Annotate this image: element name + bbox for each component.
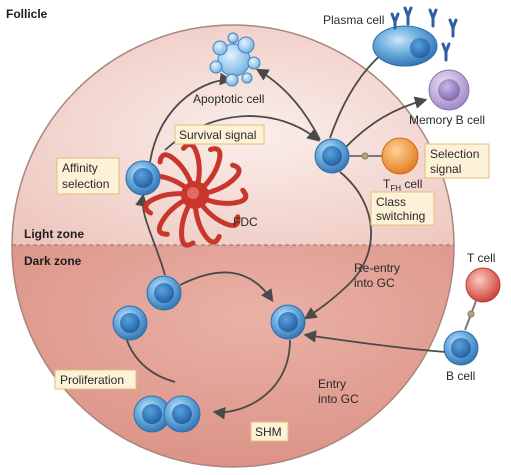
reentry-label-line1: Re-entry: [354, 261, 400, 275]
antibody-icons: [390, 6, 458, 62]
class-switching-box: Class switching: [370, 191, 435, 226]
entry-label-line2: into GC: [318, 392, 359, 406]
b-cell-label: B cell: [446, 369, 475, 383]
entry-label-line1: Entry: [318, 377, 346, 391]
light-zone-label: Light zone: [24, 227, 84, 241]
tfh-cell: [381, 137, 419, 175]
arrow-reentry: [303, 171, 372, 320]
plasma-cell-label: Plasma cell: [323, 13, 384, 27]
fdc-cell: [143, 142, 249, 248]
svg-text:Survival signal: Survival signal: [179, 128, 256, 142]
arrow-to-apoptosis: [149, 72, 233, 163]
arrow-to-memory: [344, 96, 428, 149]
follicle-outline: [11, 24, 455, 468]
tcr-bcr-contact-icon: [464, 300, 477, 331]
b-cell-selection: [314, 138, 350, 174]
b-cell-dark-upper: [146, 275, 182, 311]
svg-text:switching: switching: [376, 209, 425, 223]
b-cell-dark-left: [112, 305, 148, 341]
svg-text:SHM: SHM: [255, 425, 282, 439]
b-cell-affinity: [125, 160, 161, 196]
survival-signal-box: Survival signal: [174, 124, 265, 145]
reentry-label-line2: into GC: [354, 276, 395, 290]
tfh-cell-label: TFH cell: [383, 177, 422, 193]
arrow-to-affinity: [135, 193, 166, 276]
svg-text:Class: Class: [376, 195, 406, 209]
memory-b-cell: [428, 69, 470, 111]
bcr-tcr-contact-icon: [349, 152, 382, 160]
affinity-selection-box: Affinity selection: [56, 157, 120, 195]
svg-text:selection: selection: [62, 177, 109, 191]
t-cell: [465, 267, 501, 303]
apoptotic-cell: [209, 32, 261, 87]
fdc-label: FDC: [233, 215, 258, 229]
selection-signal-box: Selection signal: [424, 143, 490, 179]
svg-text:Proliferation: Proliferation: [60, 373, 124, 387]
arrow-to-shm: [212, 339, 291, 420]
svg-text:signal: signal: [430, 162, 461, 176]
dark-zone-label: Dark zone: [24, 254, 82, 268]
svg-text:Selection: Selection: [430, 147, 479, 161]
arrow-entry: [303, 330, 446, 353]
b-cell-dark-center: [270, 304, 306, 340]
follicle-title: Follicle: [6, 7, 48, 21]
svg-text:Affinity: Affinity: [62, 161, 98, 175]
external-b-cell: [443, 330, 479, 366]
arrow-selection-to-apoptosis: [255, 68, 321, 141]
apoptotic-cell-label: Apoptotic cell: [193, 92, 264, 106]
shm-box: SHM: [250, 421, 289, 442]
dividing-b-cell: [133, 395, 201, 433]
memory-b-cell-label: Memory B cell: [409, 113, 485, 127]
arrow-to-center: [179, 271, 274, 303]
proliferation-box: Proliferation: [54, 369, 137, 390]
plasma-cell: [372, 6, 458, 67]
t-cell-label: T cell: [467, 251, 495, 265]
